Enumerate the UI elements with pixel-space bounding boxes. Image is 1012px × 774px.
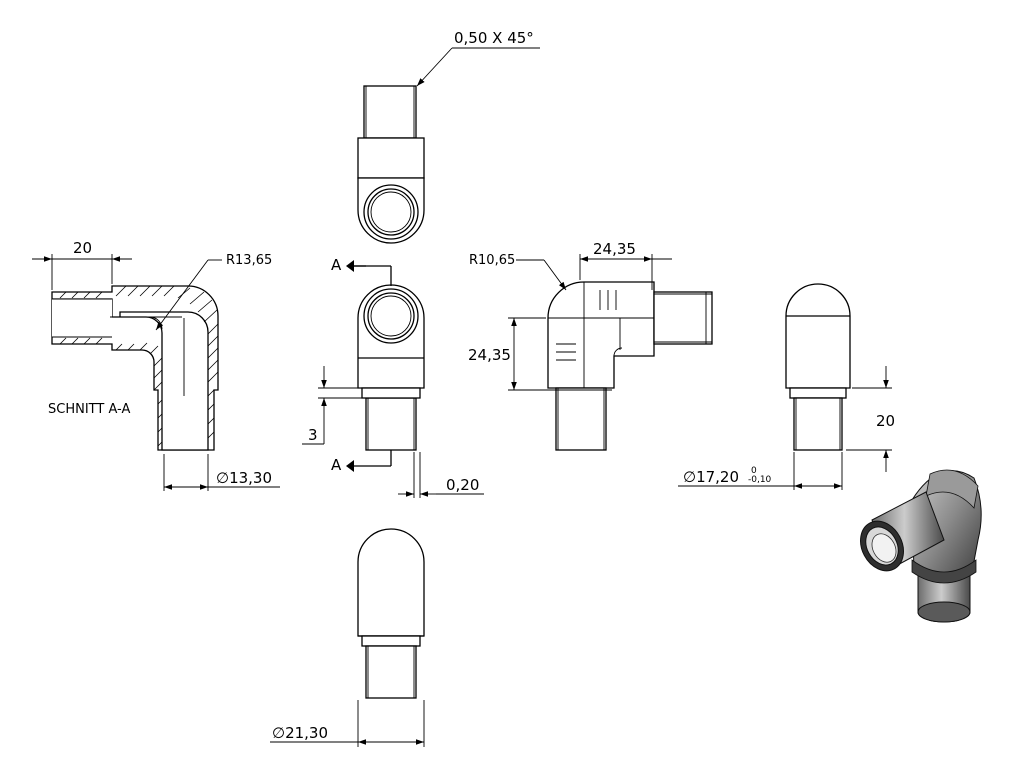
dim-side-width: 24,35: [579, 240, 672, 290]
dim-side-height: 24,35: [468, 317, 612, 391]
isometric-view: [860, 469, 982, 623]
section-title: SCHNITT A-A: [48, 402, 130, 417]
top-view: [357, 85, 425, 244]
left-dia-symbol: ∅: [216, 469, 229, 487]
section-view: [51, 285, 219, 451]
bottom-view: [357, 528, 425, 699]
svg-text:∅17,20: ∅17,20: [683, 468, 739, 486]
side-height-dim-text: 24,35: [468, 346, 511, 364]
side-radius-dim-text: R10,65: [469, 253, 515, 268]
dim-gap: 0,20: [398, 452, 484, 498]
gap-dim-text: 0,20: [446, 476, 479, 494]
section-marks: A A: [331, 256, 392, 474]
bottom-dia-dim-text: 21,30: [285, 724, 328, 742]
step-dim-text: 3: [308, 426, 318, 444]
dim-right-height: 20: [846, 366, 895, 472]
left-dia-dim-text: 13,30: [229, 469, 272, 487]
dim-right-dia: ∅17,20 0 -0,10: [678, 452, 843, 490]
right-view: [785, 283, 851, 451]
section-mark-top: A: [331, 256, 342, 274]
dim-bottom-dia: ∅21,30: [270, 700, 425, 747]
dim-left-width: 20: [32, 239, 132, 290]
bottom-dia-symbol: ∅: [272, 724, 285, 742]
chamfer-dim-text: 0,50 X 45°: [454, 29, 534, 47]
dim-left-radius: R13,65: [155, 253, 272, 331]
right-height-dim-text: 20: [876, 412, 895, 430]
dim-side-radius: R10,65: [469, 253, 567, 291]
right-dia-symbol: ∅: [683, 468, 696, 486]
svg-text:∅13,30: ∅13,30: [216, 469, 272, 487]
dim-left-dia: ∅13,30: [163, 454, 280, 491]
dim-step: 3: [302, 366, 362, 445]
tolerance-lower: -0,10: [748, 475, 772, 485]
side-view: [547, 281, 713, 451]
section-hatching: [59, 285, 219, 447]
right-dia-dim-text: 17,20: [696, 468, 739, 486]
left-width-dim-text: 20: [73, 239, 92, 257]
dim-chamfer: 0,50 X 45°: [416, 29, 540, 87]
tolerance-upper: 0: [751, 466, 757, 476]
svg-text:∅21,30: ∅21,30: [272, 724, 328, 742]
front-view: [357, 284, 425, 451]
left-radius-dim-text: R13,65: [226, 253, 272, 268]
side-width-dim-text: 24,35: [593, 240, 636, 258]
section-mark-bottom: A: [331, 456, 342, 474]
